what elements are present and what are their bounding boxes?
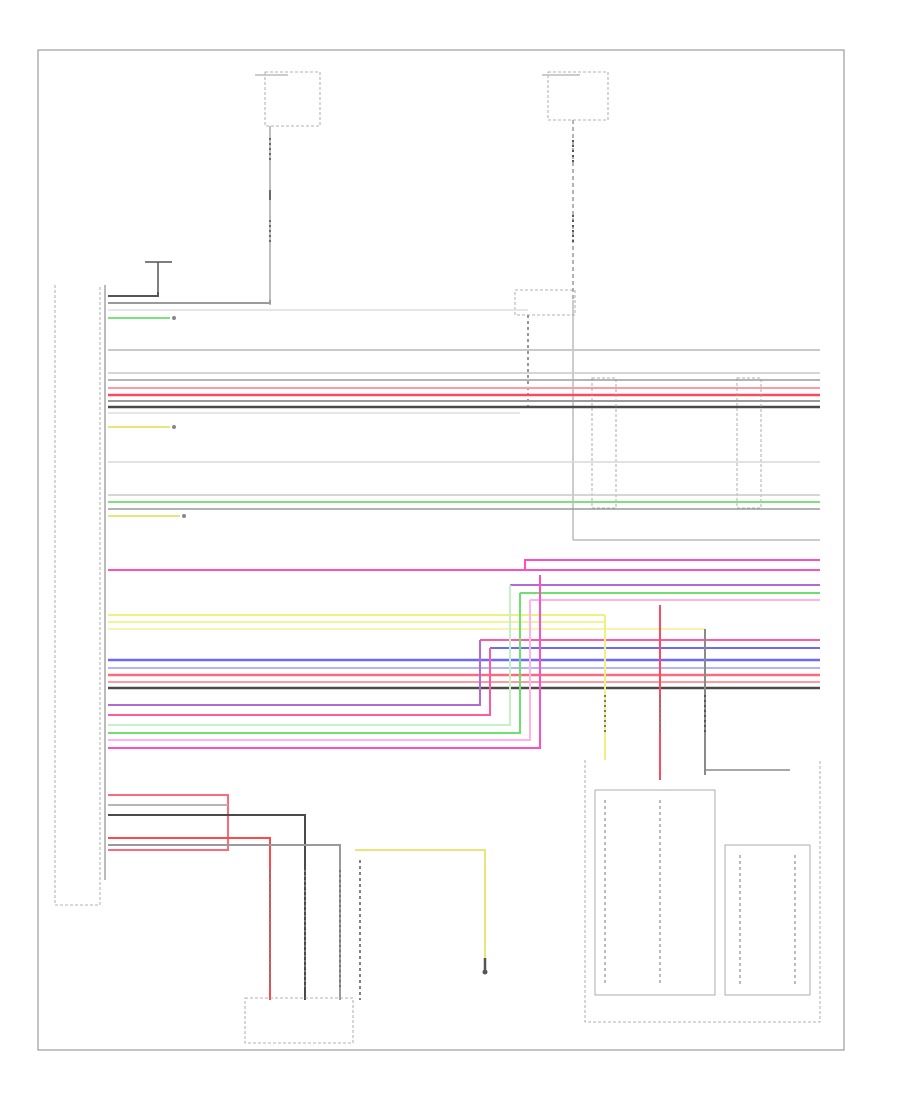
- link-switches-right: [591, 377, 762, 509]
- right-door-switch: [739, 855, 796, 985]
- ground-bottom: [482, 969, 488, 975]
- ground-top-left: [145, 261, 172, 292]
- door-switch-group: [584, 760, 821, 1023]
- fuse-top-left: [255, 71, 321, 127]
- connector-center: [244, 997, 354, 1044]
- fuse-top-right: [542, 71, 609, 121]
- diagram-border: [37, 49, 845, 1051]
- module-left: [54, 285, 106, 906]
- left-door-switch: [604, 800, 661, 985]
- relay-box: [514, 289, 576, 316]
